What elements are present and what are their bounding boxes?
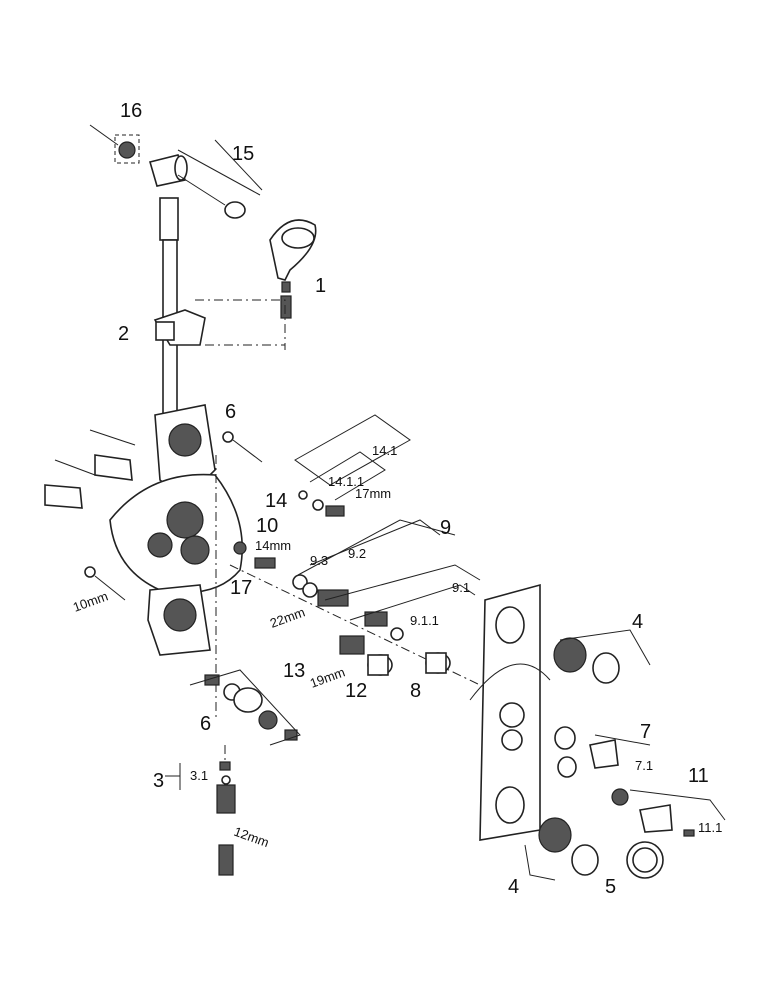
label-11-1: 11.1	[698, 820, 722, 835]
control-knob-11	[611, 788, 726, 837]
label-14-1: 14.1	[372, 443, 397, 458]
sleeve-12	[367, 654, 393, 676]
label-11: 11	[688, 765, 709, 787]
label-9-2: 9.2	[348, 546, 366, 561]
tool-17mm: 17mm	[355, 486, 391, 501]
tool-19mm: 19mm	[308, 664, 347, 690]
part-labels: 16 15 1 2 6 14.1 14.1.1 14 10 9 9.2 9.3 …	[118, 100, 722, 898]
bracket-14-1	[294, 414, 411, 501]
label-16: 16	[120, 100, 142, 122]
label-9-3: 9.3	[310, 553, 328, 568]
thermostat-cartridge-9	[292, 574, 404, 641]
control-knob-7	[554, 726, 651, 778]
tool-12mm: 12mm	[232, 824, 271, 850]
label-9: 9	[440, 517, 451, 539]
valve-housing	[109, 473, 243, 594]
label-13: 13	[283, 660, 305, 682]
label-9-1-1: 9.1.1	[410, 613, 439, 628]
label-14: 14	[265, 490, 287, 512]
mounting-screw	[222, 431, 263, 463]
escutcheon-ring-4	[553, 629, 651, 684]
label-1: 1	[315, 275, 326, 297]
wall-bracket-screw	[89, 124, 140, 164]
label-6-upper: 6	[225, 401, 236, 423]
label-8: 8	[410, 680, 421, 702]
bracket-9	[297, 519, 481, 621]
label-4-upper: 4	[632, 611, 643, 633]
tool-22mm: 22mm	[268, 604, 307, 630]
fixing-screw	[84, 566, 126, 601]
label-7-1: 7.1	[635, 758, 653, 773]
lower-seal-set-6	[189, 669, 301, 746]
label-3-1: 3.1	[190, 768, 208, 783]
wall-bracket	[148, 139, 263, 219]
tool-14mm: 14mm	[255, 538, 291, 553]
bypass-3	[165, 761, 236, 876]
escutcheon-ring-4-lower	[524, 817, 599, 881]
label-4-lower: 4	[508, 876, 519, 898]
diverter-14	[298, 490, 345, 517]
label-12: 12	[345, 680, 367, 702]
shower-rail	[159, 197, 179, 416]
label-3: 3	[153, 770, 164, 792]
cap-5	[626, 841, 664, 879]
check-valve-10	[233, 541, 276, 569]
hand-shower	[269, 219, 317, 319]
backplate-lower	[147, 584, 211, 656]
label-5: 5	[605, 876, 616, 898]
label-9-1: 9.1	[452, 580, 470, 595]
elbow-connectors	[44, 429, 136, 509]
rail-slider	[153, 309, 206, 346]
sleeve-8	[425, 652, 451, 674]
label-17: 17	[230, 577, 252, 599]
label-15: 15	[232, 143, 254, 165]
face-plate	[469, 583, 551, 841]
volume-cartridge-13	[339, 635, 365, 655]
label-14-1-1: 14.1.1	[328, 474, 364, 489]
tool-10mm: 10mm	[71, 588, 110, 614]
label-6-lower: 6	[200, 713, 211, 735]
label-2: 2	[118, 323, 129, 345]
label-7: 7	[640, 721, 651, 743]
label-10: 10	[256, 515, 278, 537]
